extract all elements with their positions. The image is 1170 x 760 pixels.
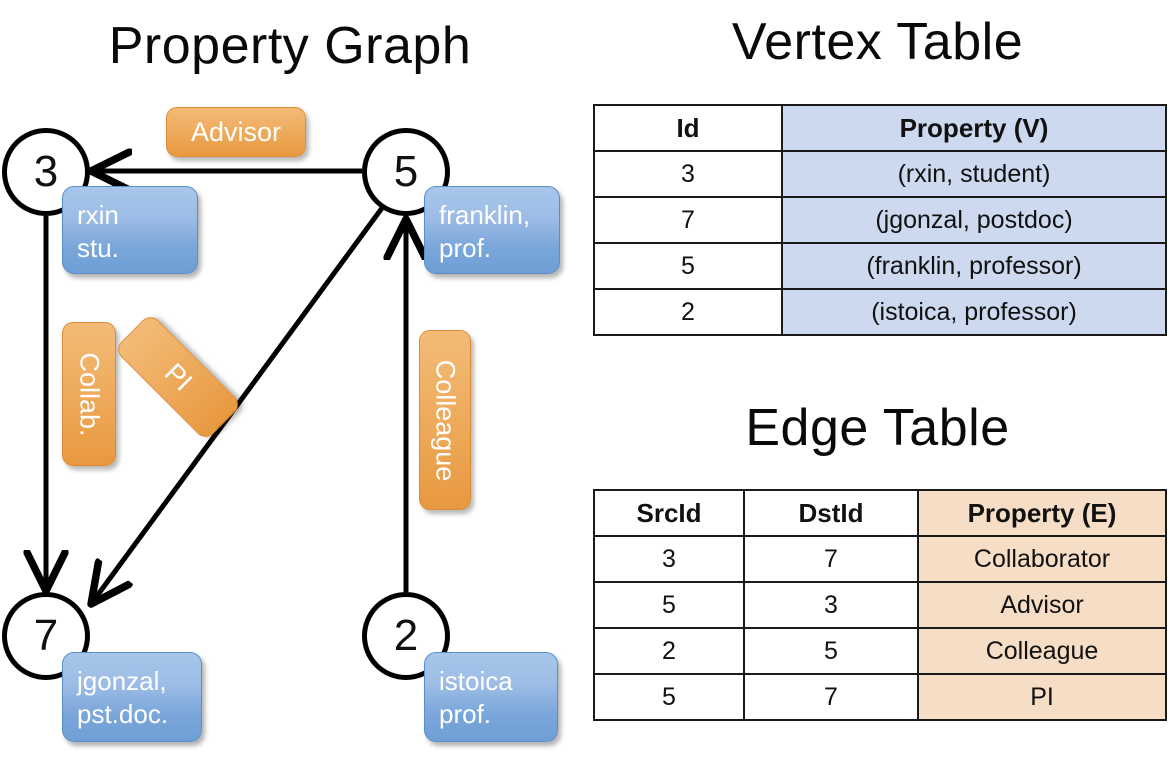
edge-row-2-dst: 5 (743, 627, 919, 675)
vertex-node-3-label: 3 (33, 147, 59, 196)
edge-label-advisor: Advisor (166, 107, 306, 157)
vertex-property-box-franklin: franklin, prof. (424, 186, 560, 274)
vertex-row-0-id: 3 (593, 150, 783, 198)
edge-row-1-dst: 3 (743, 581, 919, 629)
edge-row-3-property: PI (917, 673, 1167, 721)
edge-row-0-dst: 7 (743, 535, 919, 583)
table-row: 2 5 Colleague (593, 627, 1167, 675)
vertex-property-box-istoica: istoica prof. (424, 652, 558, 742)
vertex-node-5[interactable]: 5 (362, 128, 450, 216)
vertex-row-1-id: 7 (593, 196, 783, 244)
edge-table-header-row: SrcId DstId Property (E) (593, 489, 1167, 537)
vertex-property-franklin-line2: prof. (439, 232, 492, 263)
vertex-node-7-label: 7 (33, 611, 59, 660)
vertex-node-2[interactable]: 2 (362, 592, 450, 680)
edge-table-header-dstid: DstId (743, 489, 919, 537)
vertex-row-3-property: (istoica, professor) (781, 288, 1167, 336)
vertex-table: Id Property (V) 3 (rxin, student) 7 (jgo… (593, 104, 1167, 336)
table-row: 2 (istoica, professor) (593, 288, 1167, 336)
table-row: 3 7 Collaborator (593, 535, 1167, 583)
vertex-row-2-property: (franklin, professor) (781, 242, 1167, 290)
vertex-row-3-id: 2 (593, 288, 783, 336)
edge-label-pi-text: PI (158, 357, 198, 397)
edge-label-colleague-text: Colleague (430, 359, 461, 481)
page-title-vertex-table: Vertex Table (731, 13, 1024, 71)
vertex-property-jgonzal-line2: pst.doc. (77, 698, 169, 729)
vertex-property-franklin-line1: franklin, (439, 200, 531, 230)
edge-row-3-dst: 7 (743, 673, 919, 721)
vertex-property-rxin-line1: rxin (77, 200, 119, 230)
vertex-property-jgonzal-line1: jgonzal, (77, 666, 167, 696)
vertex-node-2-label: 2 (393, 611, 419, 660)
vertex-property-box-jgonzal: jgonzal, pst.doc. (62, 652, 202, 742)
vertex-property-istoica-line2: prof. (439, 698, 492, 729)
edge-label-collab: Collab. (62, 322, 116, 466)
vertex-property-box-rxin: rxin stu. (62, 186, 198, 274)
edge-label-collab-text: Collab. (74, 351, 105, 437)
edge-table-header-property: Property (E) (917, 489, 1167, 537)
edge-row-0-property: Collaborator (917, 535, 1167, 583)
vertex-table-header-property: Property (V) (781, 104, 1167, 152)
edge-label-advisor-text: Advisor (190, 116, 282, 147)
property-graph-diagram: 3 5 7 2 rxin stu. franklin, prof. jgonza… (2, 107, 560, 742)
vertex-table-header-id: Id (593, 104, 783, 152)
vertex-table-header-row: Id Property (V) (593, 104, 1167, 152)
page-title-edge-table: Edge Table (745, 399, 1010, 457)
table-row: 7 (jgonzal, postdoc) (593, 196, 1167, 244)
edge-table-header-srcid: SrcId (593, 489, 745, 537)
vertex-row-0-property: (rxin, student) (781, 150, 1167, 198)
table-row: 5 (franklin, professor) (593, 242, 1167, 290)
table-row: 5 3 Advisor (593, 581, 1167, 629)
table-row: 5 7 PI (593, 673, 1167, 721)
edge-table: SrcId DstId Property (E) 3 7 Collaborato… (593, 489, 1167, 721)
edge-row-2-src: 2 (593, 627, 745, 675)
edge-row-3-src: 5 (593, 673, 745, 721)
edge-row-2-property: Colleague (917, 627, 1167, 675)
edge-row-1-src: 5 (593, 581, 745, 629)
vertex-property-istoica-line1: istoica (439, 666, 513, 696)
vertex-row-1-property: (jgonzal, postdoc) (781, 196, 1167, 244)
edge-label-colleague: Colleague (419, 330, 471, 510)
table-row: 3 (rxin, student) (593, 150, 1167, 198)
edge-row-1-property: Advisor (917, 581, 1167, 629)
vertex-node-5-label: 5 (393, 147, 419, 196)
vertex-property-rxin-line2: stu. (77, 232, 119, 263)
page-title-property-graph: Property Graph (108, 17, 472, 75)
vertex-row-2-id: 5 (593, 242, 783, 290)
edge-row-0-src: 3 (593, 535, 745, 583)
